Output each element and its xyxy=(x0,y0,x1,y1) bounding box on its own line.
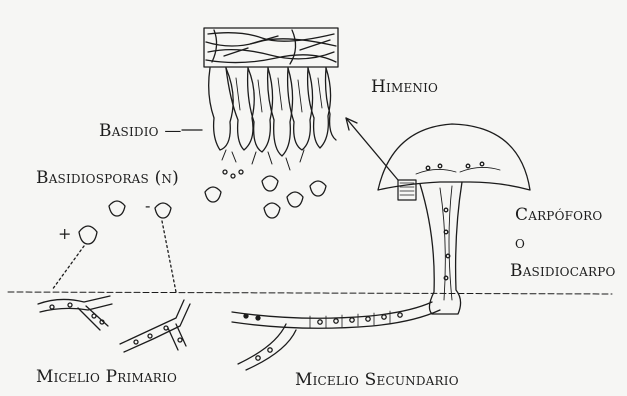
label-basidio: Basidio — xyxy=(99,121,182,141)
label-himenio: Himenio xyxy=(371,77,438,97)
label-micelio-secundario: Micelio Secundario xyxy=(295,370,459,390)
hymenium-tissue xyxy=(204,28,338,67)
germination-line-plus xyxy=(52,246,84,290)
ground-line xyxy=(8,292,612,294)
primary-mycelium-left xyxy=(38,296,112,330)
label-o: o xyxy=(515,233,525,253)
label-micelio-primario: Micelio Primario xyxy=(36,367,177,387)
germination-line-minus xyxy=(162,221,176,292)
basidia-group xyxy=(209,68,336,178)
zoom-arrow xyxy=(346,118,398,180)
primary-mycelium-right xyxy=(120,300,190,352)
mushroom-stipe xyxy=(420,182,462,314)
label-basidiocarpo: Basidiocarpo xyxy=(510,261,616,281)
label-basidiosporas: Basidiosporas (n) xyxy=(36,168,179,188)
secondary-mycelium xyxy=(232,302,440,370)
mushroom-basidiocarp xyxy=(378,124,530,314)
label-mating-type-minus: - xyxy=(145,196,151,215)
label-mating-type-plus: + xyxy=(58,224,72,243)
label-carpoforo: Carpóforo xyxy=(515,205,602,225)
